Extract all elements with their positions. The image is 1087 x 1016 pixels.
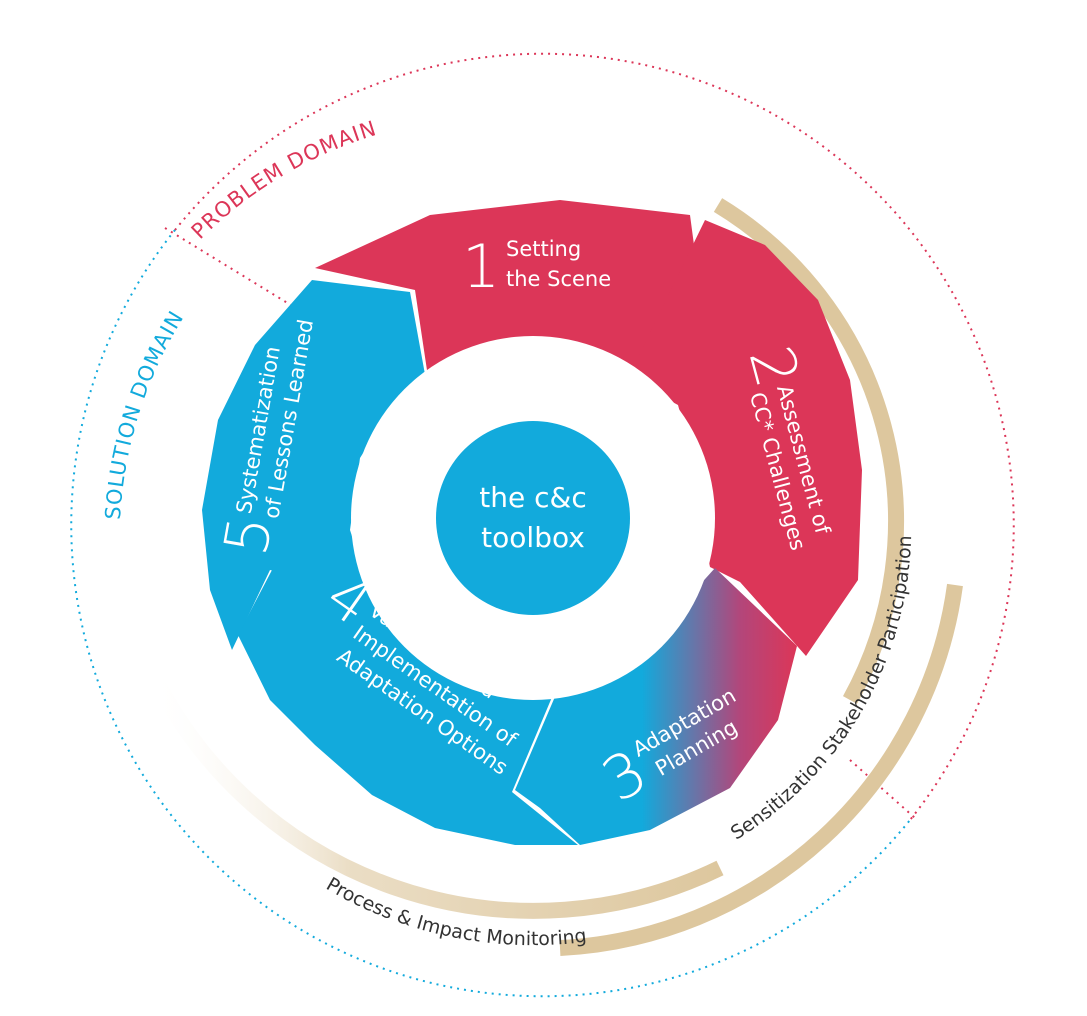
center-circle[interactable] — [436, 421, 630, 615]
problem-domain-label: PROBLEM DOMAIN — [187, 116, 380, 243]
divider-bottom-right — [849, 759, 916, 819]
segment-3[interactable] — [515, 568, 797, 845]
step-1-line-1: Setting — [506, 237, 581, 261]
segment-4[interactable] — [238, 570, 578, 845]
segment-5[interactable] — [202, 280, 426, 650]
solution-domain-label: SOLUTION DOMAIN — [101, 306, 189, 520]
segment-1[interactable] — [315, 200, 700, 378]
monitoring-arc — [142, 664, 724, 919]
stakeholder-arc-inner — [713, 198, 905, 704]
stakeholder-arc-outer — [559, 583, 963, 956]
divider-top-left — [164, 227, 313, 319]
center-line-1: the c&c — [479, 481, 586, 514]
step-1-line-2: the Scene — [506, 267, 611, 291]
center-line-2: toolbox — [481, 521, 585, 554]
step-1-number: 1 — [462, 232, 500, 302]
segment-2[interactable] — [628, 220, 862, 656]
